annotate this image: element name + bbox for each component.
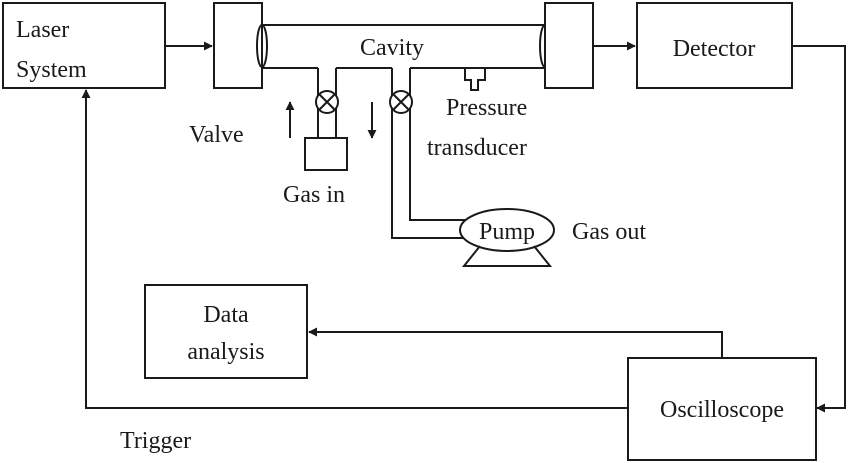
left-window-flange (213, 2, 263, 89)
pump: Pump (459, 208, 555, 267)
data-analysis-label-line1: Data (203, 302, 249, 328)
oscilloscope-label: Oscilloscope (660, 397, 784, 423)
pump-label: Pump (479, 219, 535, 245)
trigger-line (81, 89, 628, 409)
laser-system-box: Laser System (2, 2, 166, 89)
cavity-tube: Cavity (256, 24, 551, 91)
detector-label: Detector (673, 36, 756, 62)
pressure-transducer-label-line2: transducer (427, 135, 527, 161)
detector-box: Detector (636, 2, 793, 89)
laser-system-label-line2: System (16, 57, 87, 83)
gas-out-label: Gas out (572, 219, 646, 245)
data-analysis-box: Data analysis (144, 284, 308, 379)
data-analysis-label-line2: analysis (187, 339, 264, 365)
valve-label: Valve (189, 122, 244, 148)
left-mirror (256, 24, 268, 68)
gas-in-line (304, 68, 348, 171)
right-window-flange (544, 2, 594, 89)
pressure-transducer-label-line1: Pressure (446, 95, 527, 121)
gas-in-label: Gas in (283, 182, 345, 208)
detector-to-oscilloscope-line (792, 45, 846, 413)
oscilloscope-to-data-arrow (308, 327, 723, 358)
cavity-label: Cavity (360, 35, 424, 61)
gas-in-reservoir (304, 137, 348, 171)
laser-system-label-line1: Laser (16, 17, 69, 43)
gas-out-line (389, 68, 468, 239)
oscilloscope-box: Oscilloscope (627, 357, 817, 461)
pressure-transducer-fitting (464, 68, 486, 91)
trigger-label: Trigger (120, 428, 191, 454)
